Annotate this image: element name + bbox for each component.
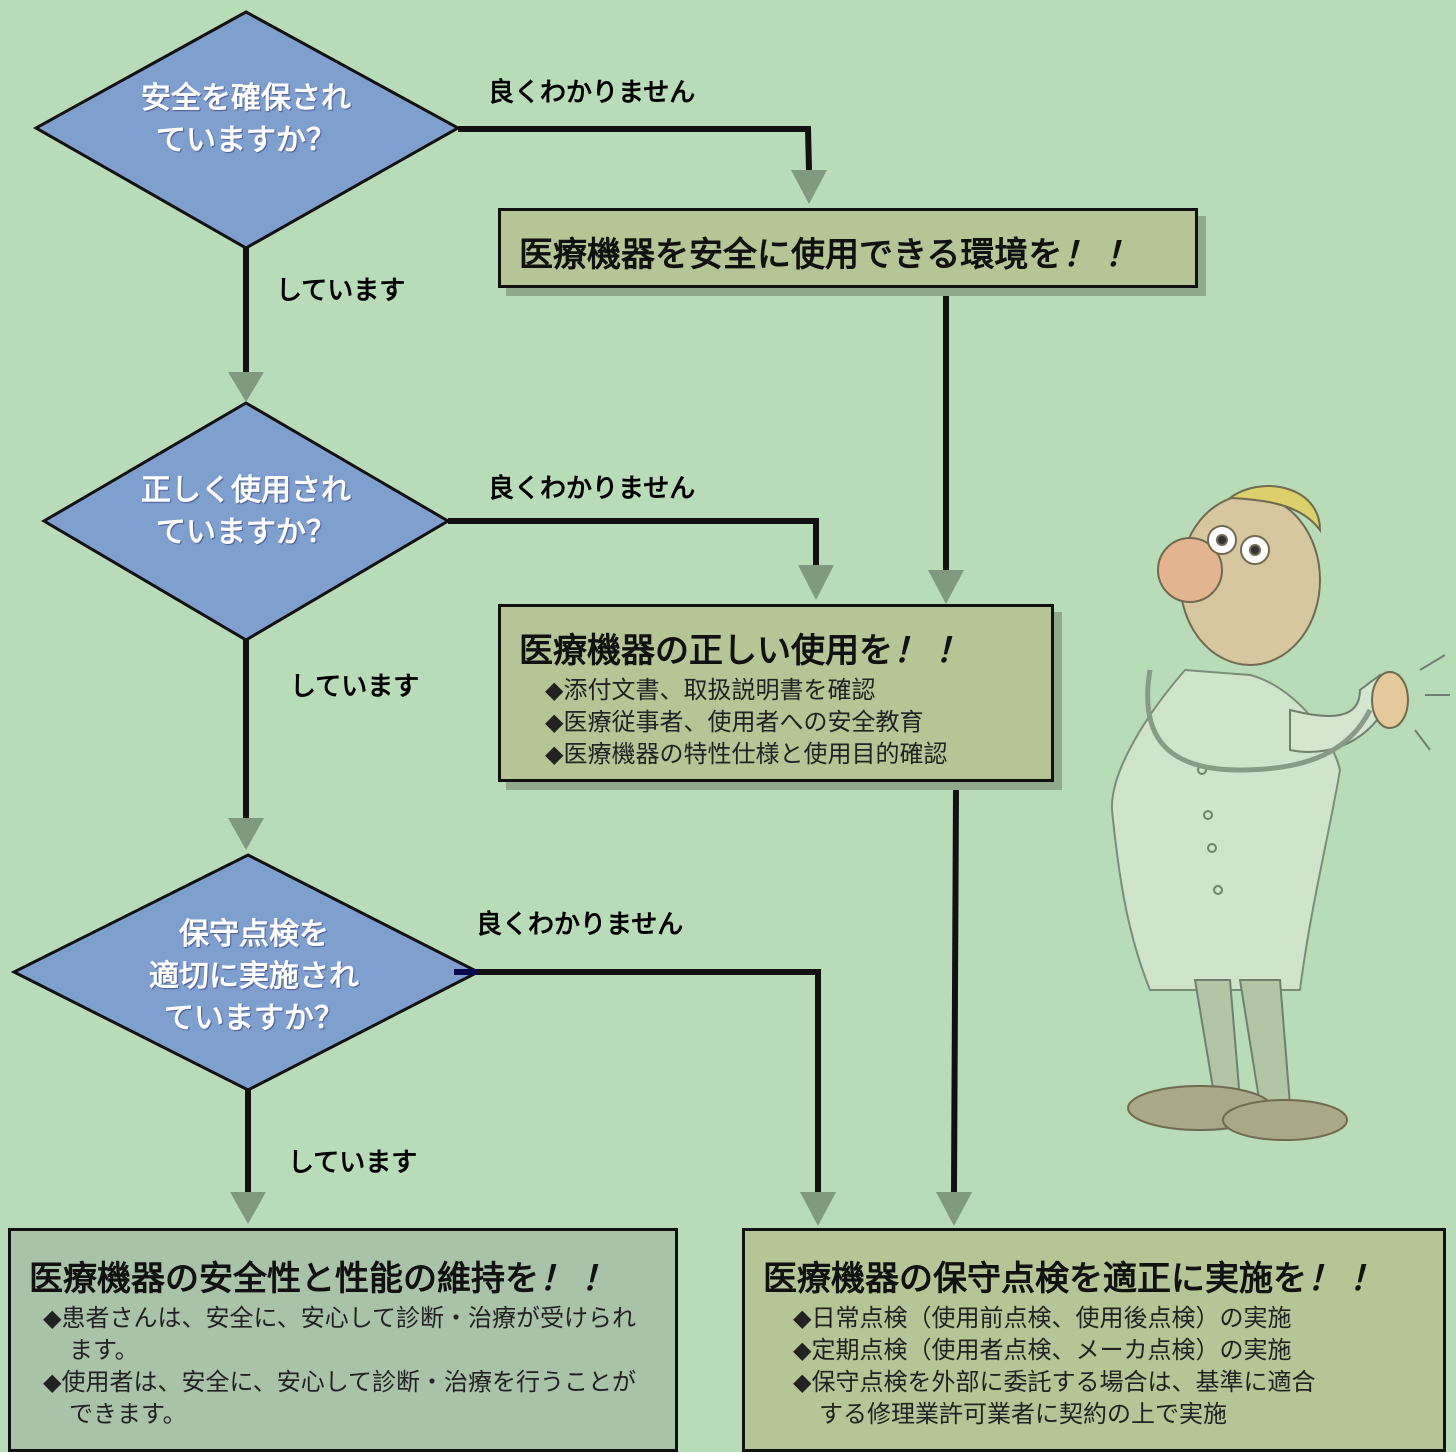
coat-button (1207, 843, 1217, 853)
box-inspection: 医療機器の保守点検を適正に実施を！！ ◆日常点検（使用前点検、使用後点検）の実施… (742, 1228, 1446, 1452)
doctor-shoe-right (1222, 1099, 1348, 1141)
edge-label-unknown-1: 良くわかりません (488, 78, 696, 108)
box-maintain-safety: 医療機器の安全性と性能の維持を！！ ◆患者さんは、安全に、安心して診断・治療が受… (8, 1228, 678, 1452)
list-item: ◆添付文書、取扱説明書を確認 (545, 676, 876, 704)
edge-label-unknown-2: 良くわかりません (488, 474, 696, 504)
box-safe-environment-title: 医療機器を安全に使用できる環境を！！ (519, 235, 1147, 275)
edge-label-yes-2: しています (290, 672, 420, 702)
list-item: ◆医療従事者、使用者への安全教育 (545, 708, 924, 736)
box-maintain-safety-title: 医療機器の安全性と性能の維持を！！ (29, 1259, 623, 1299)
box-maintain-safety-list: ◆患者さんは、安全に、安心して診断・治療が受けられ ます。 ◆使用者は、安全に、… (29, 1302, 675, 1430)
doctor-nose (1157, 537, 1223, 603)
doctor-pupil-left (1216, 534, 1228, 546)
list-item: ◆日常点検（使用前点検、使用後点検）の実施 (793, 1304, 1292, 1332)
decision-text-1: 安全を確保され ていますか？ (141, 81, 351, 158)
edge-label-unknown-3: 良くわかりません (476, 910, 684, 940)
box-inspection-title: 医療機器の保守点検を適正に実施を！！ (763, 1259, 1391, 1299)
list-item: ◆定期点検（使用者点検、メーカ点検）の実施 (793, 1336, 1292, 1364)
coat-button (1203, 810, 1213, 820)
edge-label-yes-3: しています (288, 1148, 418, 1178)
arrowhead-env-to-use (928, 570, 964, 604)
connector-use-to-inspection (951, 789, 959, 1193)
arrowhead-yes-3 (230, 1192, 266, 1224)
decision-text-2: 正しく使用され ていますか？ (141, 473, 351, 550)
list-item: ◆使用者は、安全に、安心して診断・治療を行うことが できます。 (43, 1368, 637, 1428)
box-safe-environment: 医療機器を安全に使用できる環境を！！ (498, 208, 1198, 288)
sound-line (1414, 729, 1431, 751)
arrowhead-yes-1 (228, 372, 264, 402)
doctor-pupil-right (1249, 544, 1261, 556)
arrowhead-yes-2 (228, 818, 264, 850)
arrowhead-unknown-1 (791, 170, 827, 204)
box-correct-use: 医療機器の正しい使用を！！ ◆添付文書、取扱説明書を確認 ◆医療従事者、使用者へ… (498, 604, 1054, 782)
connector-unknown-3 (478, 969, 821, 1192)
coat-button (1213, 885, 1223, 895)
doctor-leg-right (1238, 979, 1292, 1106)
doctor-hair (1227, 485, 1322, 534)
list-item: ◆患者さんは、安全に、安心して診断・治療が受けられ ます。 (43, 1304, 637, 1364)
box-correct-use-title: 医療機器の正しい使用を！！ (519, 631, 977, 671)
decision-text-3: 保守点検を 適切に実施され ていますか？ (149, 917, 359, 1036)
box-inspection-list: ◆日常点検（使用前点検、使用後点検）の実施 ◆定期点検（使用者点検、メーカ点検）… (763, 1302, 1443, 1430)
edge-label-yes-1: しています (276, 276, 406, 306)
list-item: ◆医療機器の特性仕様と使用目的確認 (545, 740, 948, 768)
arrowhead-use-to-inspection (936, 1192, 972, 1226)
arrowhead-unknown-3 (800, 1192, 836, 1226)
list-item: ◆保守点検を外部に委託する場合は、基準に適合 する修理業許可業者に契約の上で実施 (793, 1368, 1316, 1428)
stethoscope-chestpiece (1371, 671, 1409, 729)
doctor-illustration (1110, 485, 1450, 1141)
connector-unknown-1 (458, 126, 812, 171)
sound-line (1419, 654, 1446, 671)
doctor-leg-left (1193, 979, 1242, 1101)
connector-unknown-2 (448, 518, 819, 565)
box-correct-use-list: ◆添付文書、取扱説明書を確認 ◆医療従事者、使用者への安全教育 ◆医療機器の特性… (519, 674, 1051, 770)
arrowhead-unknown-2 (798, 565, 834, 600)
stethoscope-tube (1145, 669, 1373, 773)
